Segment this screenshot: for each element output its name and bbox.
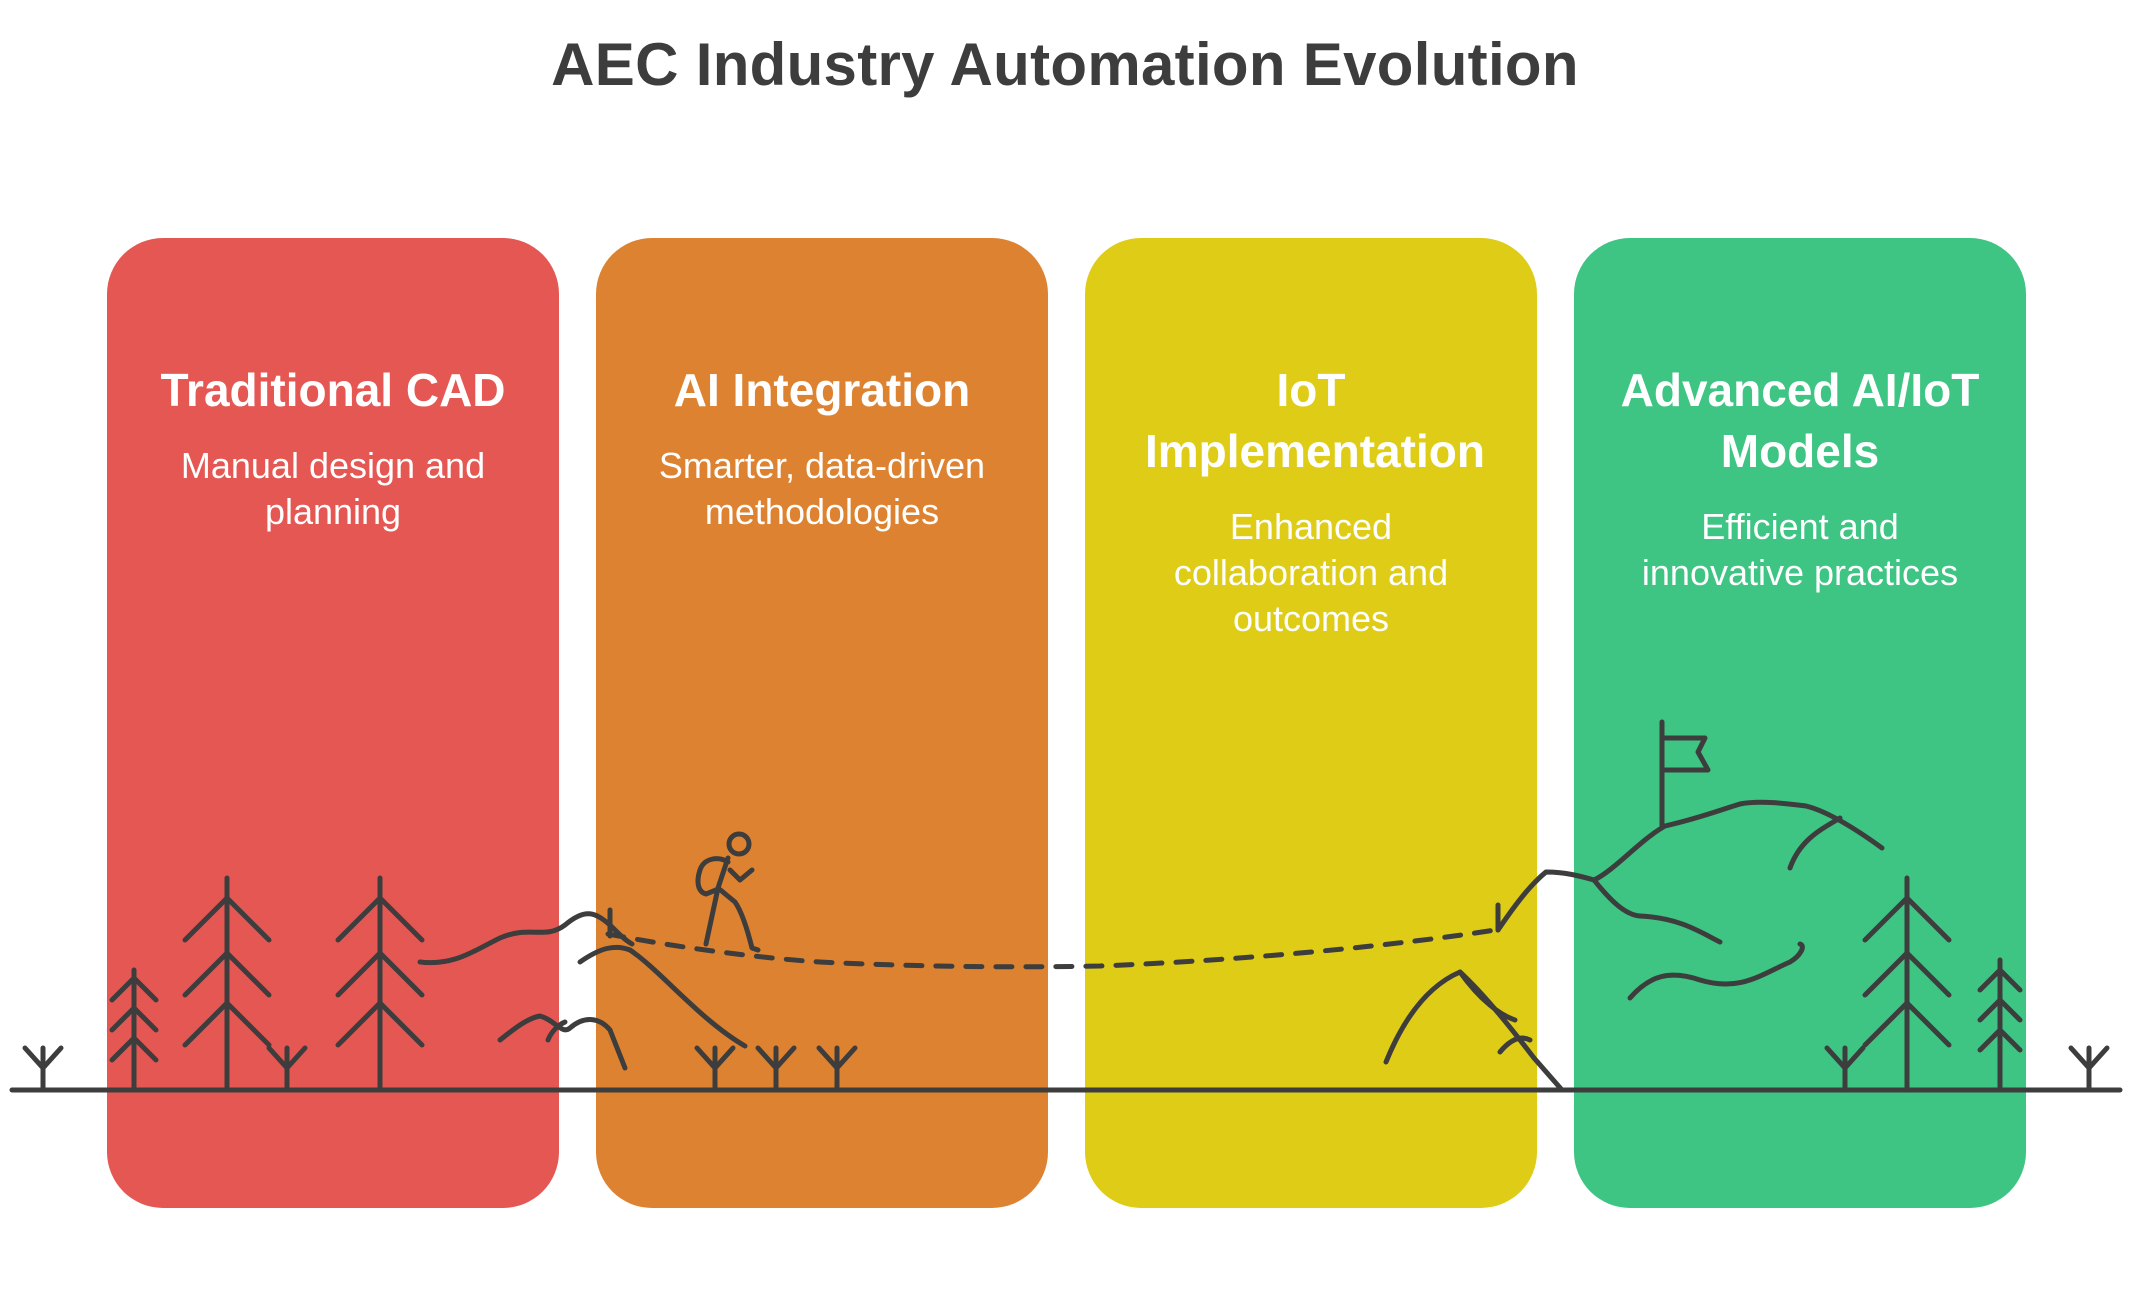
stage-description: Manual design and planning [180, 445, 486, 532]
grass-sprout-icon [2068, 1045, 2110, 1093]
stage-card-traditional-cad: Traditional CAD Manual design and planni… [107, 238, 559, 1208]
stage-card-advanced-ai-iot: Advanced AI/IoT Models Efficient and inn… [1574, 238, 2026, 1208]
grass-sprout-icon [22, 1045, 64, 1093]
stage-description: Enhanced collaboration and outcomes [1173, 506, 1449, 639]
stage-heading: Traditional CAD [160, 364, 506, 416]
stage-heading: AI Integration [673, 364, 971, 416]
stage-heading: IoT Implementation [1145, 364, 1485, 477]
stage-card-iot-implementation: IoT Implementation Enhanced collaboratio… [1085, 238, 1537, 1208]
stage-description: Smarter, data-driven methodologies [658, 445, 986, 532]
stage-card-ai-integration: AI Integration Smarter, data-driven meth… [596, 238, 1048, 1208]
stage-description: Efficient and innovative practices [1641, 506, 1959, 593]
page-title: AEC Industry Automation Evolution [551, 31, 1579, 98]
stage-heading: Advanced AI/IoT Models [1620, 364, 1980, 477]
